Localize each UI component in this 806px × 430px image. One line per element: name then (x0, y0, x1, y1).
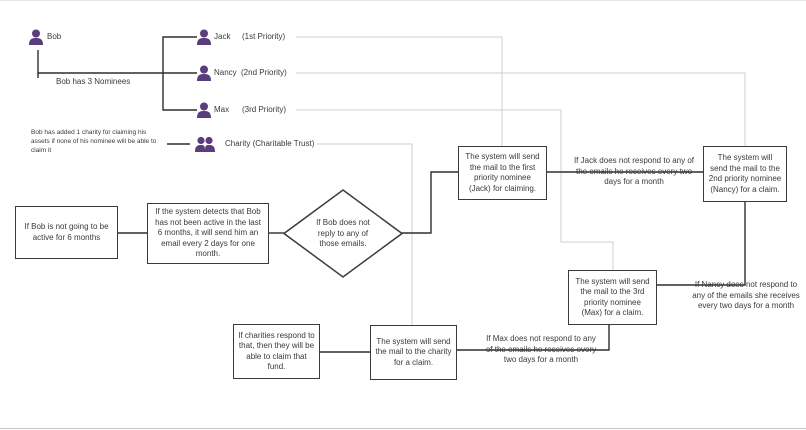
person-icon (197, 65, 211, 86)
mail-max-box: The system will send the mail to the 3rd… (568, 270, 657, 325)
faint-connector-jack (296, 36, 503, 146)
edge-mail-max-charity (457, 325, 610, 351)
inactive-condition-box: If Bob is not going to be active for 6 m… (15, 206, 118, 259)
mail-jack-text: The system will send the mail to the fir… (465, 152, 540, 193)
nancy-no-response-label: If Nancy does not respond to any of the … (692, 280, 800, 310)
faint-connector-nancy (296, 72, 746, 146)
jack-priority: (1st Priority) (242, 32, 286, 41)
detect-inactivity-box: If the system detects that Bob has not b… (147, 203, 269, 264)
max-name: Max (214, 105, 230, 114)
bob-name: Bob (47, 32, 62, 41)
edge-mail-nancy-max-a (657, 202, 746, 286)
mail-charity-text: The system will send the mail to the cha… (375, 336, 452, 367)
charity-claim-box: If charities respond to that, then they … (233, 324, 320, 379)
inactive-condition-text: If Bob is not going to be active for 6 m… (24, 222, 109, 242)
bottom-border (0, 428, 806, 429)
person-icon (197, 102, 211, 123)
person-icon (29, 29, 43, 50)
nancy-priority: (2nd Priority) (241, 68, 287, 77)
decision-diamond (283, 189, 403, 278)
group-icon (195, 136, 215, 157)
jack-no-response-label: If Jack does not respond to any of the e… (573, 156, 695, 186)
mail-nancy-text: The system will send the mail to the 2nd… (708, 153, 782, 194)
jack-name: Jack (214, 32, 231, 41)
detect-inactivity-text: If the system detects that Bob has not b… (155, 207, 261, 259)
faint-connector-charity (317, 143, 413, 325)
decision-text: If Bob does not reply to any of those em… (316, 218, 370, 249)
max-no-response-label: If Max does not respond to any of the em… (485, 334, 597, 364)
charity-claim-text: If charities respond to that, then they … (238, 330, 315, 372)
person-icon (197, 29, 211, 50)
max-priority: (3rd Priority) (242, 105, 287, 114)
edge-decision-mail-jack (402, 171, 458, 234)
mail-jack-box: The system will send the mail to the fir… (458, 146, 547, 200)
mail-nancy-box: The system will send the mail to the 2nd… (703, 146, 787, 202)
nancy-name: Nancy (214, 68, 237, 77)
mail-charity-box: The system will send the mail to the cha… (370, 325, 457, 380)
charity-name: Charity (Charitable Trust) (225, 139, 315, 148)
charity-note: Bob has added 1 charity for claiming his… (31, 129, 157, 154)
nominees-label: Bob has 3 Nominees (56, 77, 131, 86)
mail-max-text: The system will send the mail to the 3rd… (575, 276, 650, 318)
faint-connector-max (296, 109, 614, 270)
top-border (0, 0, 806, 1)
